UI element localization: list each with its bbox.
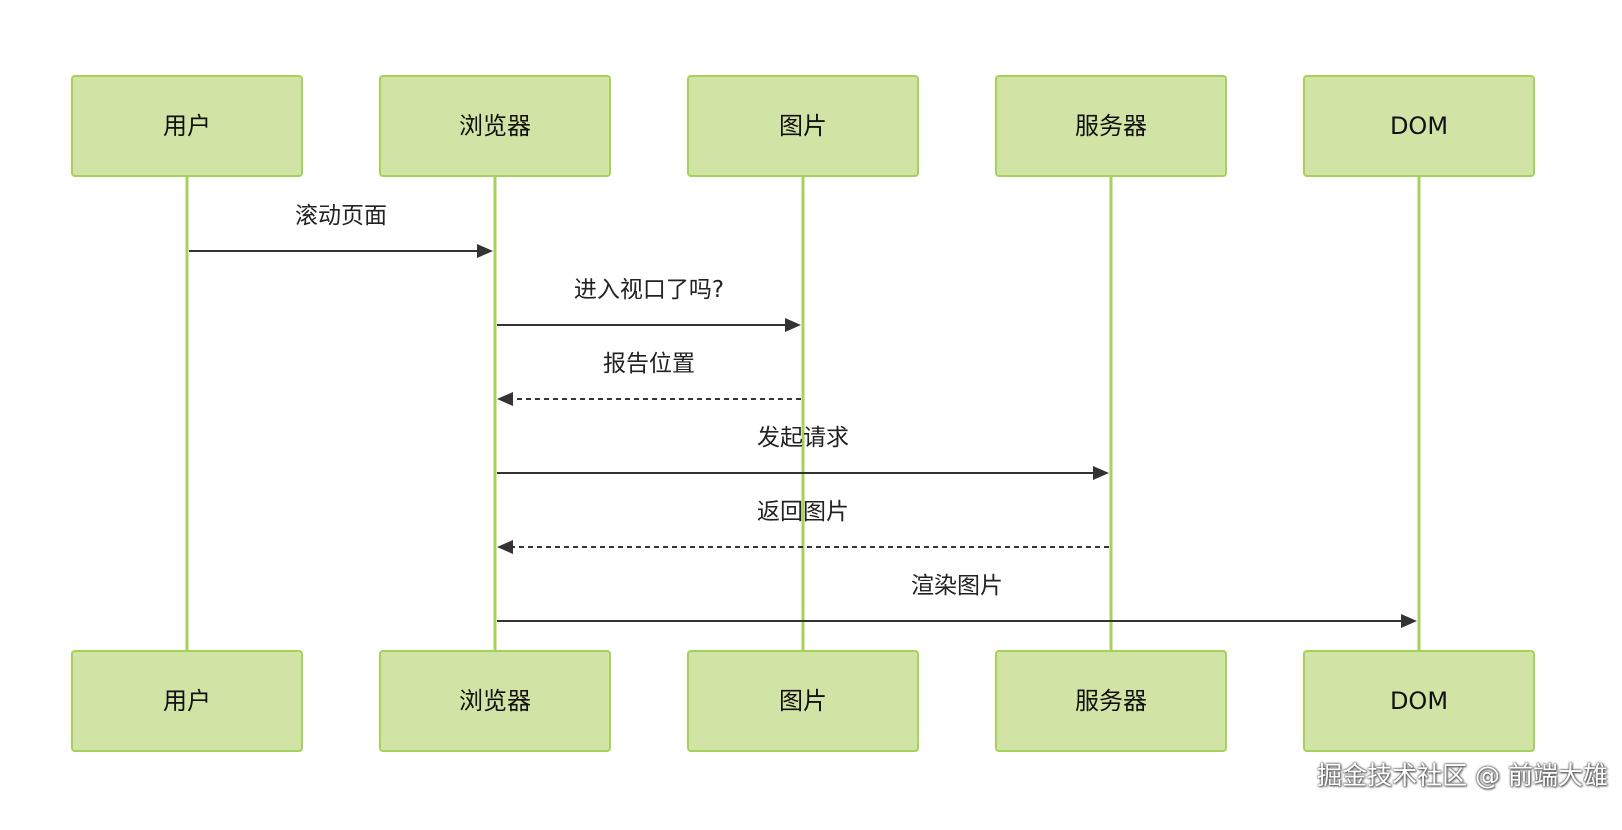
arrow-head-5	[497, 540, 513, 554]
message-label-1: 滚动页面	[295, 203, 387, 229]
actor-label-image: 图片	[779, 112, 827, 140]
arrow-head-6	[1401, 614, 1417, 628]
actors-bottom: 用户 浏览器 图片 服务器 DOM	[71, 650, 1535, 752]
actor-dom-top: DOM	[1303, 75, 1535, 177]
message-4: 发起请求	[497, 425, 1109, 480]
arrow-head-4	[1093, 466, 1109, 480]
actor-box-server	[995, 75, 1227, 177]
actor-browser-top: 浏览器	[379, 75, 611, 177]
actor-box-browser	[379, 75, 611, 177]
lifelines	[185, 176, 1421, 651]
message-label-2: 进入视口了吗?	[574, 277, 724, 303]
actor-label-server: 服务器	[1075, 687, 1147, 715]
message-1: 滚动页面	[189, 203, 493, 258]
actor-label-dom: DOM	[1390, 687, 1448, 715]
actor-label-browser: 浏览器	[459, 687, 531, 715]
actor-label-server: 服务器	[1075, 112, 1147, 140]
actor-label-dom: DOM	[1390, 112, 1448, 140]
actor-box-dom	[1303, 75, 1535, 177]
actor-server-top: 服务器	[995, 75, 1227, 177]
actor-label-browser: 浏览器	[459, 112, 531, 140]
message-3: 报告位置	[497, 351, 801, 406]
message-5: 返回图片	[497, 499, 1109, 554]
actor-user-bottom: 用户	[71, 650, 303, 752]
arrow-head-2	[785, 318, 801, 332]
message-2: 进入视口了吗?	[497, 277, 801, 332]
watermark: 掘金技术社区 @ 前端大雄	[1317, 761, 1608, 790]
actor-server-bottom: 服务器	[995, 650, 1227, 752]
message-label-4: 发起请求	[757, 425, 849, 451]
actor-box-user	[71, 75, 303, 177]
actor-image-bottom: 图片	[687, 650, 919, 752]
actor-box-browser	[379, 650, 611, 752]
message-label-5: 返回图片	[757, 499, 849, 525]
actors-top: 用户 浏览器 图片 服务器 DOM	[71, 75, 1535, 177]
message-label-6: 渲染图片	[911, 573, 1003, 599]
actor-label-image: 图片	[779, 687, 827, 715]
actor-dom-bottom: DOM	[1303, 650, 1535, 752]
message-label-3: 报告位置	[603, 351, 695, 377]
actor-label-user: 用户	[163, 687, 211, 715]
message-6: 渲染图片	[497, 573, 1417, 628]
actor-box-image	[687, 75, 919, 177]
arrow-head-3	[497, 392, 513, 406]
actor-user-top: 用户	[71, 75, 303, 177]
actor-box-image	[687, 650, 919, 752]
arrow-head-1	[477, 244, 493, 258]
actor-box-dom	[1303, 650, 1535, 752]
actor-label-user: 用户	[163, 112, 211, 140]
actor-box-user	[71, 650, 303, 752]
actor-image-top: 图片	[687, 75, 919, 177]
actor-box-server	[995, 650, 1227, 752]
actor-browser-bottom: 浏览器	[379, 650, 611, 752]
